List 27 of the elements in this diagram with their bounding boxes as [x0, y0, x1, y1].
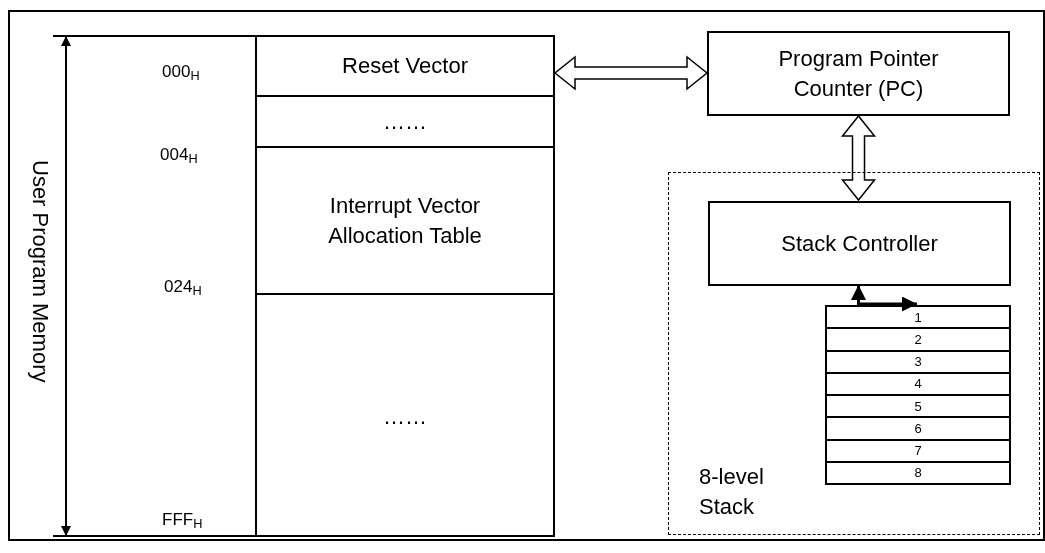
stack-level: 2 [827, 327, 1009, 350]
stack-level: 1 [913, 308, 923, 327]
double-block-arrow [840, 114, 877, 202]
stack-level: 5 [827, 394, 1009, 417]
address-label: FFF$_{H}$ [162, 509, 203, 531]
elbow-arrow [851, 285, 917, 312]
stack-table [825, 305, 1011, 485]
node-text: Program Pointer Counter (PC) [777, 44, 940, 103]
node-text: Stack Controller [781, 229, 938, 258]
dashed-group-box [668, 172, 1040, 535]
address-label: 000$_{H}$ [162, 61, 200, 83]
node-text: Reset Vector [342, 52, 468, 80]
address-label: 004$_{H}$ [160, 144, 198, 166]
stack-level: 6 [827, 416, 1009, 439]
node-text: Interrupt Vector Allocation Table [327, 191, 483, 250]
stack-level: 3 [827, 349, 1009, 372]
memory-column [255, 35, 555, 537]
process-box [708, 201, 1011, 286]
node-text: …… [383, 403, 427, 431]
node-text: …… [383, 107, 427, 136]
process-box [707, 31, 1010, 116]
stack-level: 4 [827, 371, 1009, 394]
double-block-arrow [553, 55, 709, 91]
stack-level: 7 [827, 438, 1009, 461]
address-label: 024$_{H}$ [164, 276, 202, 298]
group-label: 8-level Stack [699, 463, 765, 521]
stack-level: 8 [827, 460, 1009, 483]
